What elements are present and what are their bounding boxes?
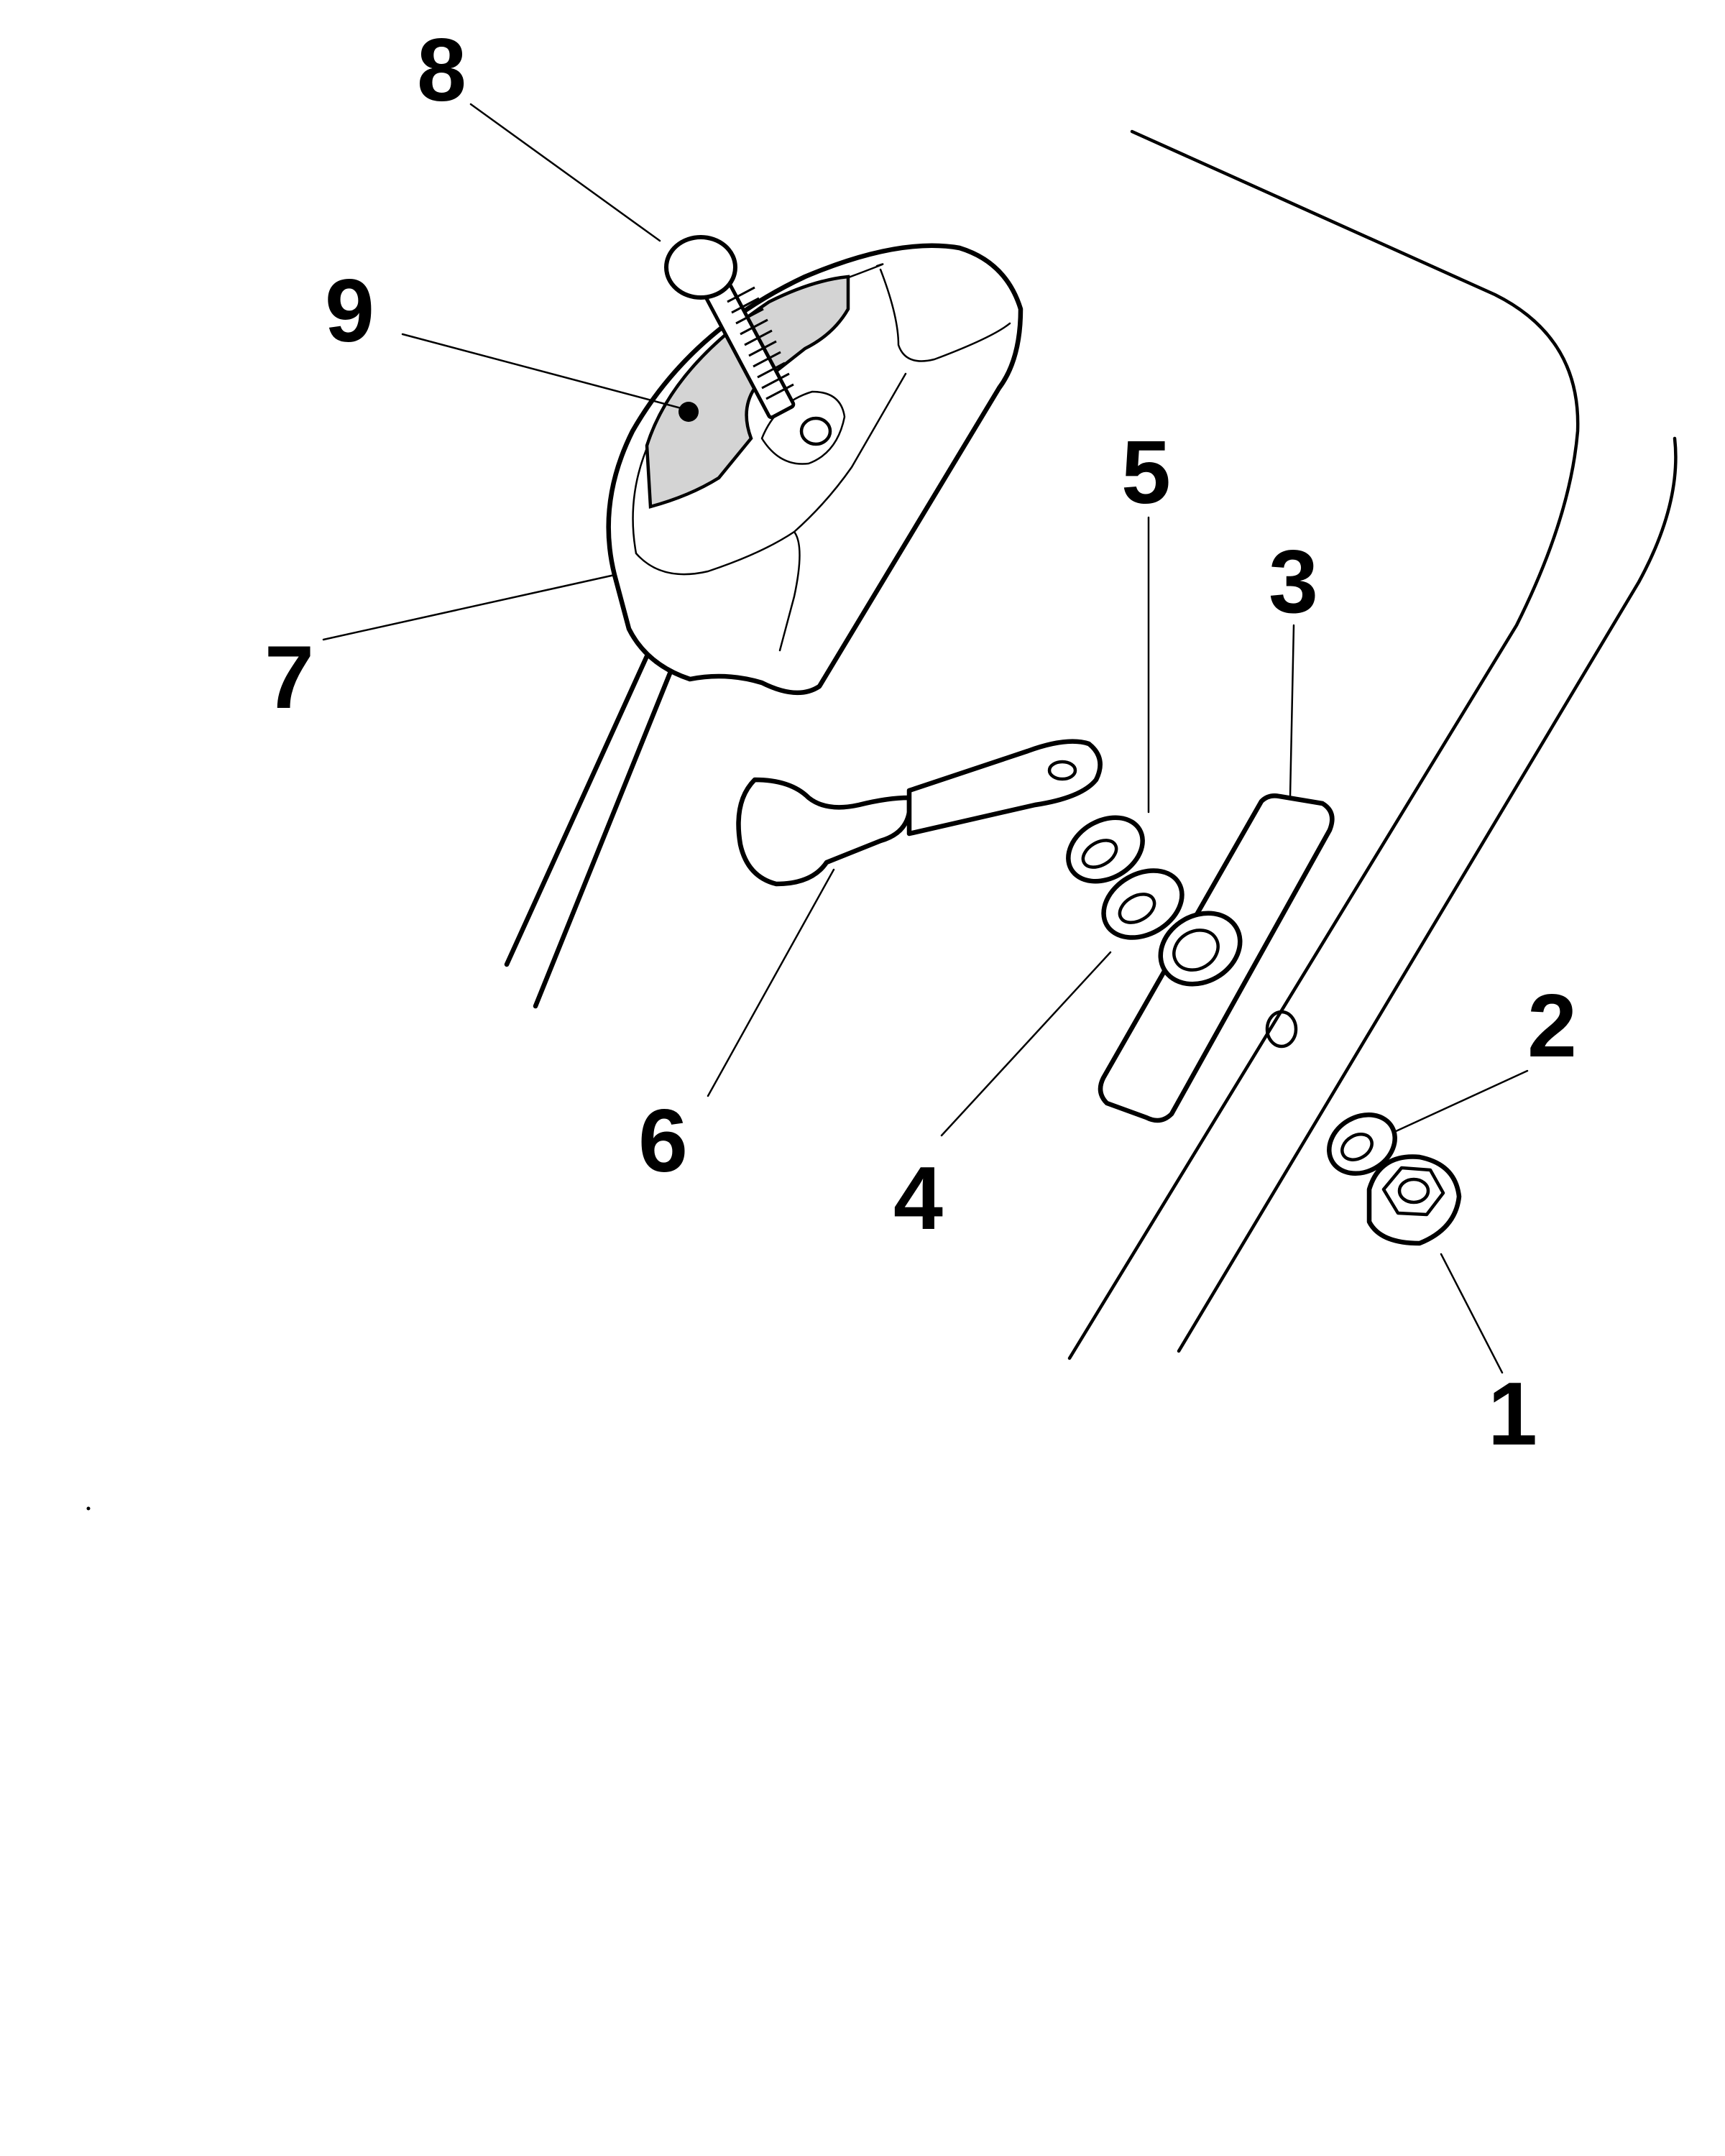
callout-7: 7 [264, 628, 314, 727]
nut-hex-face [1381, 1166, 1445, 1217]
handle-frame [1067, 129, 1678, 1360]
leader-9 [401, 333, 688, 411]
label-9-decal [645, 275, 850, 509]
callout-1: 1 [1488, 1365, 1537, 1464]
screw-threads [727, 286, 794, 400]
leader-2 [1393, 1069, 1529, 1133]
callout-6: 6 [638, 1092, 688, 1191]
housing-side-crease [778, 530, 801, 652]
callout-2: 2 [1527, 977, 1577, 1076]
part-6-lever [736, 739, 1103, 887]
handle-mount-hole [1265, 1010, 1298, 1049]
screw-hole [799, 416, 832, 446]
screw-head [664, 235, 737, 300]
part-7-control-housing [504, 243, 1024, 1009]
part-4-washer [1101, 868, 1184, 940]
part-5-washer [1066, 815, 1145, 884]
leader-7 [322, 573, 616, 641]
housing-top-ridge [879, 268, 1011, 362]
part-1-nut [1366, 1154, 1462, 1246]
leader-4 [940, 951, 1112, 1137]
scan-speck [86, 1506, 91, 1511]
callout-8: 8 [417, 21, 466, 120]
leader-1 [1440, 1253, 1504, 1374]
callout-5: 5 [1121, 423, 1171, 522]
callout-4: 4 [893, 1149, 943, 1248]
cable-right [533, 630, 689, 1009]
part-2-washer [1327, 1112, 1397, 1176]
label-9-dot [678, 402, 699, 422]
leader-3 [1289, 624, 1295, 798]
lever-eye [1047, 760, 1077, 781]
leader-8 [469, 103, 661, 242]
bracket-spacer [1158, 911, 1243, 987]
callout-9: 9 [325, 262, 374, 361]
leader-6 [707, 868, 835, 1097]
housing-lower-edge [635, 372, 907, 576]
part-8-screw [664, 235, 796, 420]
handle-inner-edge [1177, 436, 1678, 1353]
leader-lines [322, 103, 1529, 1374]
handle-outer-edge [1067, 129, 1580, 1360]
callout-3: 3 [1269, 533, 1318, 632]
cable-left [504, 598, 675, 967]
lever-arm [906, 739, 1103, 837]
callout-labels: 8 9 7 5 3 6 4 2 1 [264, 21, 1577, 1464]
lever-grip [736, 777, 912, 887]
